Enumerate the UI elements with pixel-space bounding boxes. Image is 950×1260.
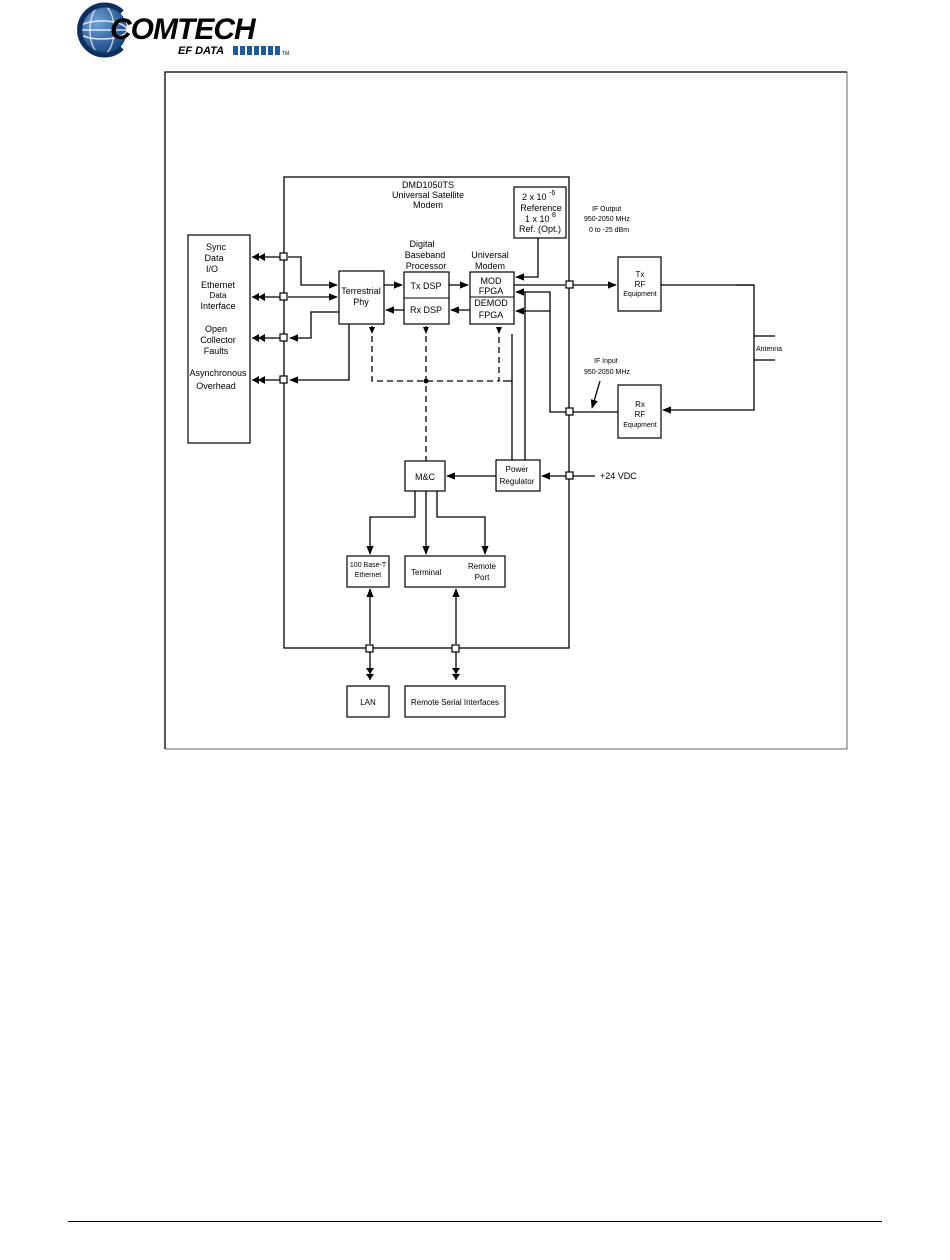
svg-text:IF Output: IF Output [592,206,621,213]
svg-text:Baseband: Baseband [405,250,446,260]
rx-rf-box [617,384,662,439]
bottom-wiring [365,588,460,680]
terrestrial-phy-box [338,270,385,325]
reference-line-4: Ref. (Opt.) [519,224,561,234]
mod-fpga-label-1: MOD [481,276,502,286]
lan-box [346,685,390,718]
phy-wiring [288,256,350,384]
svg-text:Modem: Modem [475,261,505,271]
lan-label: LAN [360,698,376,707]
tx-dsp-label: Tx DSP [410,281,441,291]
svg-text:Port: Port [475,573,490,582]
logo-trademark: TM [282,51,289,57]
demod-fpga-label-2: FPGA [479,310,504,320]
figure-frame [164,71,847,749]
mod-fpga-label-2: FPGA [479,286,504,296]
reference-line-2: Reference [520,203,562,213]
mc-box [404,460,446,492]
svg-text:RF: RF [635,280,646,289]
svg-text:Equipment: Equipment [623,291,657,298]
antenna-icon [661,284,775,414]
svg-text:Processor: Processor [406,261,447,271]
footer-rule [68,1221,882,1222]
antenna-label: Antenna [756,346,782,353]
if-input-label: IF Input 950-2050 MHz [584,358,630,376]
power-input-label: +24 VDC [600,471,637,481]
svg-text:950-2050 MHz: 950-2050 MHz [584,369,630,376]
svg-text:950-2050 MHz: 950-2050 MHz [584,216,630,223]
svg-text:Ethernet: Ethernet [201,280,236,290]
terminal-remote-box [404,555,506,588]
terrestrial-phy-label-2: Phy [353,297,369,307]
interfaces-box [187,234,251,444]
tx-rf-box [617,256,662,312]
terrestrial-phy-label-1: Terrestrial [341,286,381,296]
svg-text:DMD1050TS: DMD1050TS [402,180,454,190]
svg-text:Faults: Faults [204,346,229,356]
chassis-ports [279,252,288,384]
mc-label: M&C [415,472,436,482]
mc-wiring [366,491,489,555]
svg-text:Remote: Remote [468,562,497,571]
svg-text:Overhead: Overhead [196,381,236,391]
universal-modem-label: Universal Modem [471,250,509,271]
svg-text:RF: RF [635,410,646,419]
control-bus [369,326,502,461]
svg-text:Collector: Collector [200,335,236,345]
globe-icon [76,2,128,58]
device-title: DMD1050TS Universal Satellite Modem [392,180,464,210]
universal-modem-box [469,271,515,325]
remote-serial-label: Remote Serial Interfaces [411,698,499,707]
svg-text:Equipment: Equipment [623,422,657,429]
terminal-label: Terminal [411,568,441,577]
if-output-label: IF Output 950-2050 MHz 0 to -25 dBm [584,206,630,234]
reference-box [513,186,567,239]
interfaces-labels: Sync Data I/O Ethernet Data Interface Op… [189,242,247,391]
dbp-label: Digital Baseband Processor [405,239,447,271]
reference-line-1: 2 x 10 -6 [522,190,555,202]
svg-text:I/O: I/O [206,264,218,274]
logo-bars [233,46,280,55]
svg-text:Universal: Universal [471,250,509,260]
svg-text:Interface: Interface [200,301,235,311]
svg-text:100 Base-T: 100 Base-T [350,562,387,569]
svg-text:Data: Data [204,253,223,263]
ethernet-box [346,555,390,588]
svg-text:Open: Open [205,324,227,334]
rx-dsp-label: Rx DSP [410,305,442,315]
svg-text:Data: Data [210,291,227,300]
left-port-connectors [252,253,280,384]
svg-text:IF Input: IF Input [594,358,618,365]
logo-brand: COMTECH [110,13,257,46]
comtech-ef-data-logo: COMTECH EF DATA TM [76,2,289,58]
svg-text:Asynchronous: Asynchronous [189,368,247,378]
svg-text:Tx: Tx [636,270,645,279]
logo-subbrand: EF DATA [178,45,224,57]
power-regulator-box [495,459,541,492]
svg-text:Regulator: Regulator [500,477,535,486]
svg-text:Universal Satellite: Universal Satellite [392,190,464,200]
svg-text:Modem: Modem [413,200,443,210]
svg-text:0 to -25 dBm: 0 to -25 dBm [589,227,629,234]
reference-line-3: 1 x 10 8 [525,212,556,224]
svg-text:Power: Power [506,465,529,474]
remote-serial-box [404,685,506,718]
svg-text:Ethernet: Ethernet [355,572,382,579]
svg-text:Rx: Rx [635,400,645,409]
svg-text:Digital: Digital [409,239,434,249]
demod-fpga-label-1: DEMOD [474,298,508,308]
svg-text:Sync: Sync [206,242,227,252]
